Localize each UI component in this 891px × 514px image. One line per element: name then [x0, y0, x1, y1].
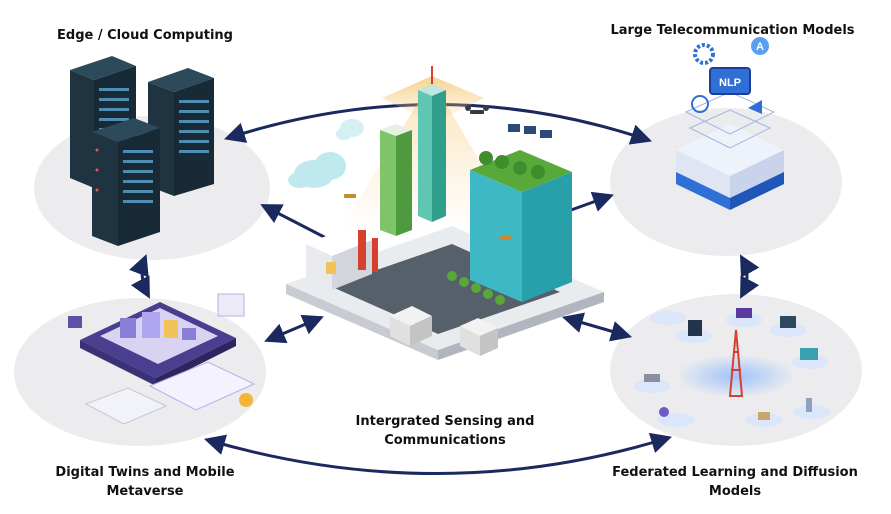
assistant-badge: A	[756, 41, 764, 53]
arrow-center-to-edge	[260, 204, 331, 242]
drone-icon	[344, 194, 512, 240]
ai-model-stack-icon	[676, 37, 784, 210]
arrow-center-to-fl	[561, 312, 633, 342]
arrow-edge-to-dt	[129, 254, 150, 299]
cloud-icon	[336, 119, 364, 140]
digital-twin-platform-icon	[68, 293, 256, 425]
federated-network-icon	[634, 308, 830, 427]
smart-city-icon	[286, 66, 604, 360]
server-rack-icon	[92, 118, 160, 246]
arrow-ltm-to-fl	[739, 254, 760, 299]
cloud-icon	[288, 152, 346, 188]
digital-twins-label-line2: Metaverse	[106, 484, 184, 499]
federated-learning-label-line1: Federated Learning and Diffusion	[612, 465, 858, 480]
isac-label-line1: Intergrated Sensing and	[355, 414, 535, 429]
federated-learning-label-line2: Models	[708, 484, 762, 499]
drone-icon	[465, 105, 489, 114]
digital-twins-label-line1: Digital Twins and Mobile	[55, 465, 235, 480]
arrow-center-to-dt	[264, 314, 324, 344]
edge-cloud-label: Edge / Cloud Computing	[57, 28, 233, 43]
isac-label-line2: Communications	[384, 433, 506, 448]
arrow-dt-to-fl	[203, 432, 673, 475]
ltm-label: Large Telecommunication Models	[610, 23, 855, 38]
nlp-badge: NLP	[719, 77, 741, 89]
